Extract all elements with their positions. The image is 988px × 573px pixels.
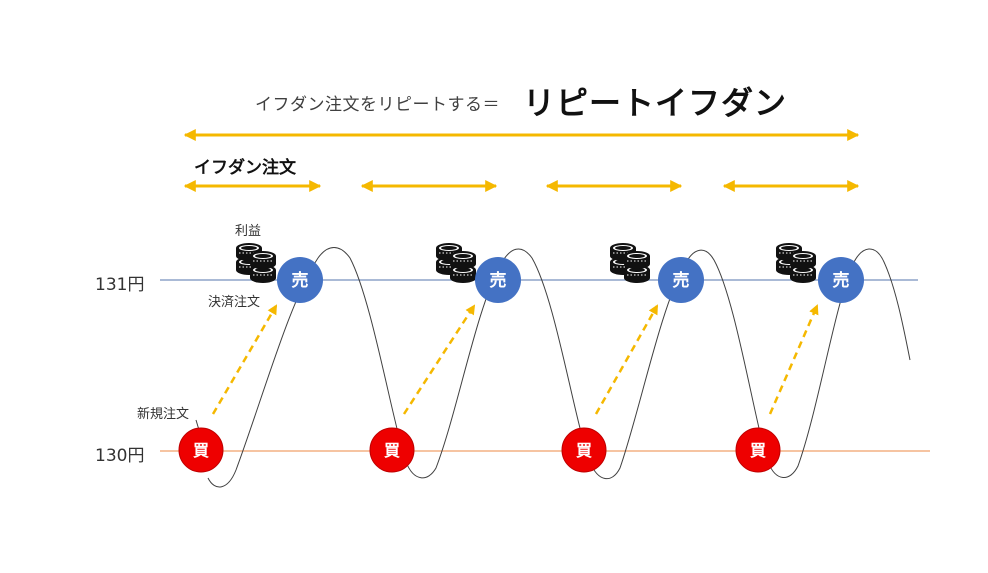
coins-icon <box>449 250 477 284</box>
buy-marker-2: 買 <box>369 427 415 473</box>
buy-circle <box>178 427 224 473</box>
buy-label: 買 <box>384 441 400 460</box>
sell-circle <box>475 257 521 303</box>
buy-label: 買 <box>576 441 592 460</box>
settlement-order-label: 決済注文 <box>208 295 261 310</box>
title-row: イフダン注文をリピートする＝ リピートイフダン <box>0 78 988 128</box>
buy-marker-1: 買 <box>178 427 224 473</box>
sell-label: 売 <box>490 270 507 291</box>
buy-marker-3: 買 <box>561 427 607 473</box>
sell-circle <box>277 257 323 303</box>
buy-label: 買 <box>750 441 766 460</box>
coins-icon <box>249 250 277 284</box>
buy-circle <box>369 427 415 473</box>
profit-label: 利益 <box>235 224 262 239</box>
buy-circle <box>735 427 781 473</box>
sell-circle <box>818 257 864 303</box>
buy-marker-4: 買 <box>735 427 781 473</box>
settlement-arrow-2 <box>402 304 476 415</box>
sell-label: 売 <box>833 270 850 291</box>
settlement-arrow-1 <box>211 304 278 415</box>
ifdan-order-label: イフダン注文 <box>194 158 296 178</box>
settlement-arrow-4 <box>768 304 819 415</box>
title-prefix: イフダン注文をリピートする＝ <box>255 95 500 115</box>
price-label-131: 131円 <box>95 275 145 295</box>
sell-label: 売 <box>673 270 690 291</box>
coins-icon <box>623 250 651 284</box>
sell-circle <box>658 257 704 303</box>
buy-circle <box>561 427 607 473</box>
price-label-130: 130円 <box>95 446 145 466</box>
coins-icon <box>789 250 817 284</box>
buy-label: 買 <box>193 441 209 460</box>
sell-label: 売 <box>292 270 309 291</box>
settlement-arrow-3 <box>594 304 659 415</box>
title-main: リピートイフダン <box>523 84 788 122</box>
new-order-label: 新規注文 <box>137 407 190 422</box>
sell-marker-2: 売 <box>475 257 521 303</box>
sell-marker-3: 売 <box>658 257 704 303</box>
sell-marker-4: 売 <box>818 257 864 303</box>
sell-marker-1: 売 <box>277 257 323 303</box>
